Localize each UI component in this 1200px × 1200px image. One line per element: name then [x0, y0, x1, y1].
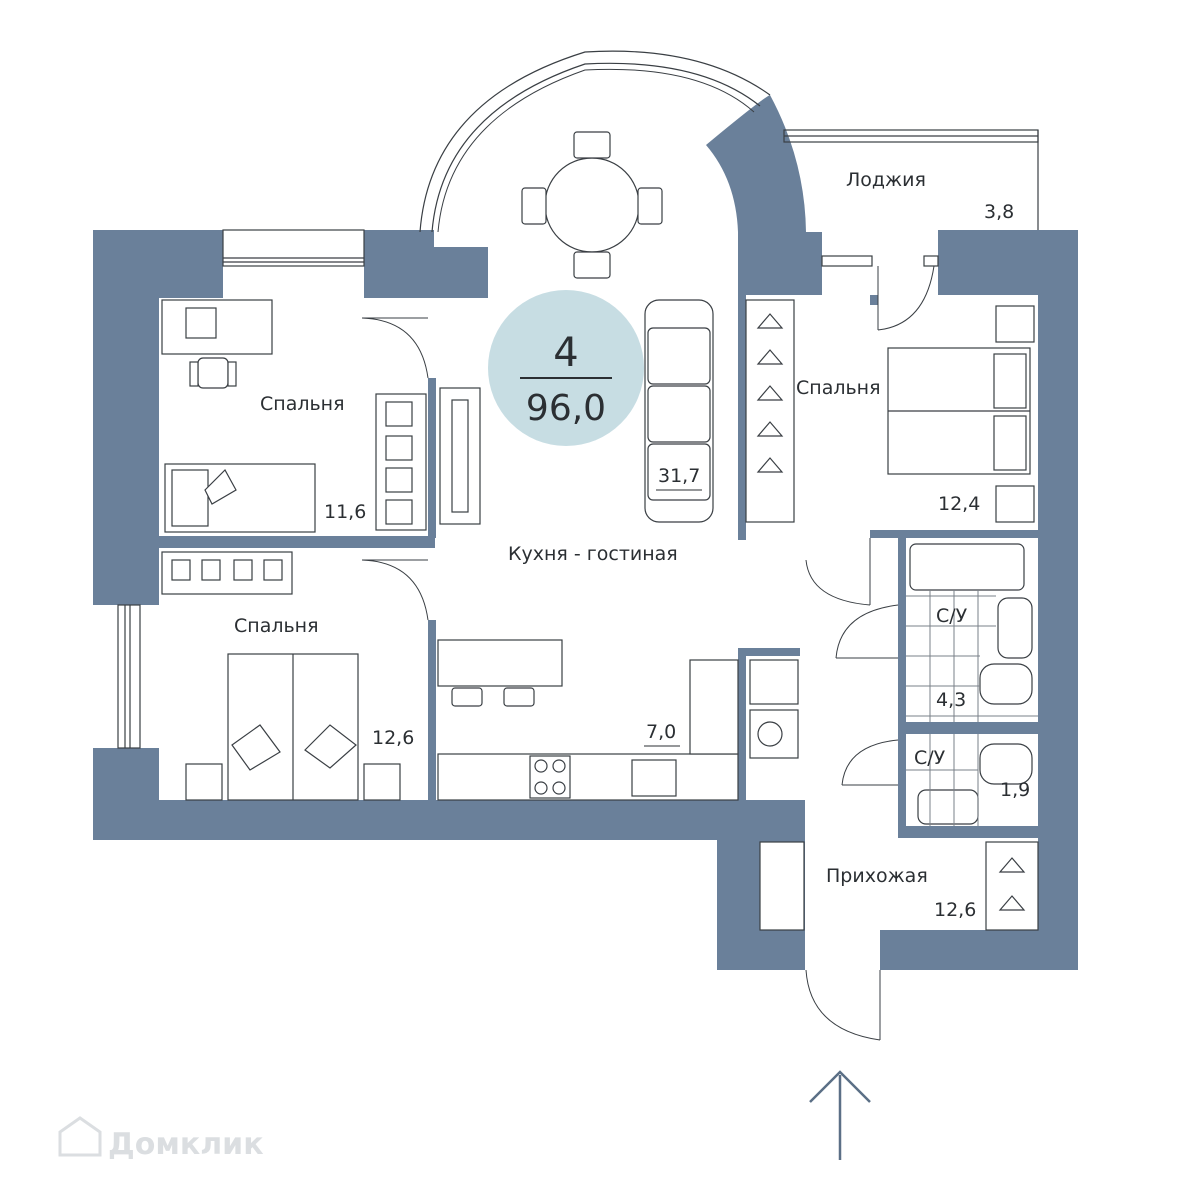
room-area-kitchen-zone: 7,0	[646, 721, 676, 743]
room-name-bedroom-top-left: Спальня	[260, 393, 345, 415]
room-area-hallway: 12,6	[934, 899, 976, 921]
room-area-bedroom-top-left: 11,6	[324, 501, 366, 523]
doors	[361, 265, 935, 1041]
room-area-loggia: 3,8	[984, 201, 1014, 223]
rooms-count: 4	[553, 330, 578, 376]
room-name-hallway: Прихожая	[826, 865, 928, 887]
room-area-bathroom-1: 4,3	[936, 689, 966, 711]
bathroom-tiles	[906, 590, 1038, 826]
total-area-badge: 4 96,0	[488, 290, 644, 446]
room-name-bathroom-1: С/У	[936, 605, 968, 627]
room-name-living-kitchen: Кухня - гостиная	[508, 543, 678, 565]
room-area-bedroom-right: 12,4	[938, 493, 980, 515]
room-labels: Спальня 11,6 Спальня 12,6 Спальня 12,4 К…	[234, 169, 1030, 921]
room-name-bedroom-right: Спальня	[796, 377, 881, 399]
room-name-bedroom-bottom-left: Спальня	[234, 615, 319, 637]
room-area-bathroom-2: 1,9	[1000, 779, 1030, 801]
room-name-loggia: Лоджия	[846, 169, 926, 191]
walls	[93, 95, 1078, 970]
room-area-bedroom-bottom-left: 12,6	[372, 727, 414, 749]
watermark-text: Домклик	[108, 1127, 264, 1162]
furniture	[161, 131, 1039, 931]
room-name-bathroom-2: С/У	[914, 747, 946, 769]
windows	[117, 50, 1039, 749]
house-logo-icon	[58, 1116, 102, 1157]
room-area-living-kitchen: 31,7	[658, 465, 700, 487]
total-area: 96,0	[526, 388, 606, 429]
entrance-arrow-icon	[809, 1070, 871, 1160]
watermark: Домклик	[58, 1116, 264, 1162]
